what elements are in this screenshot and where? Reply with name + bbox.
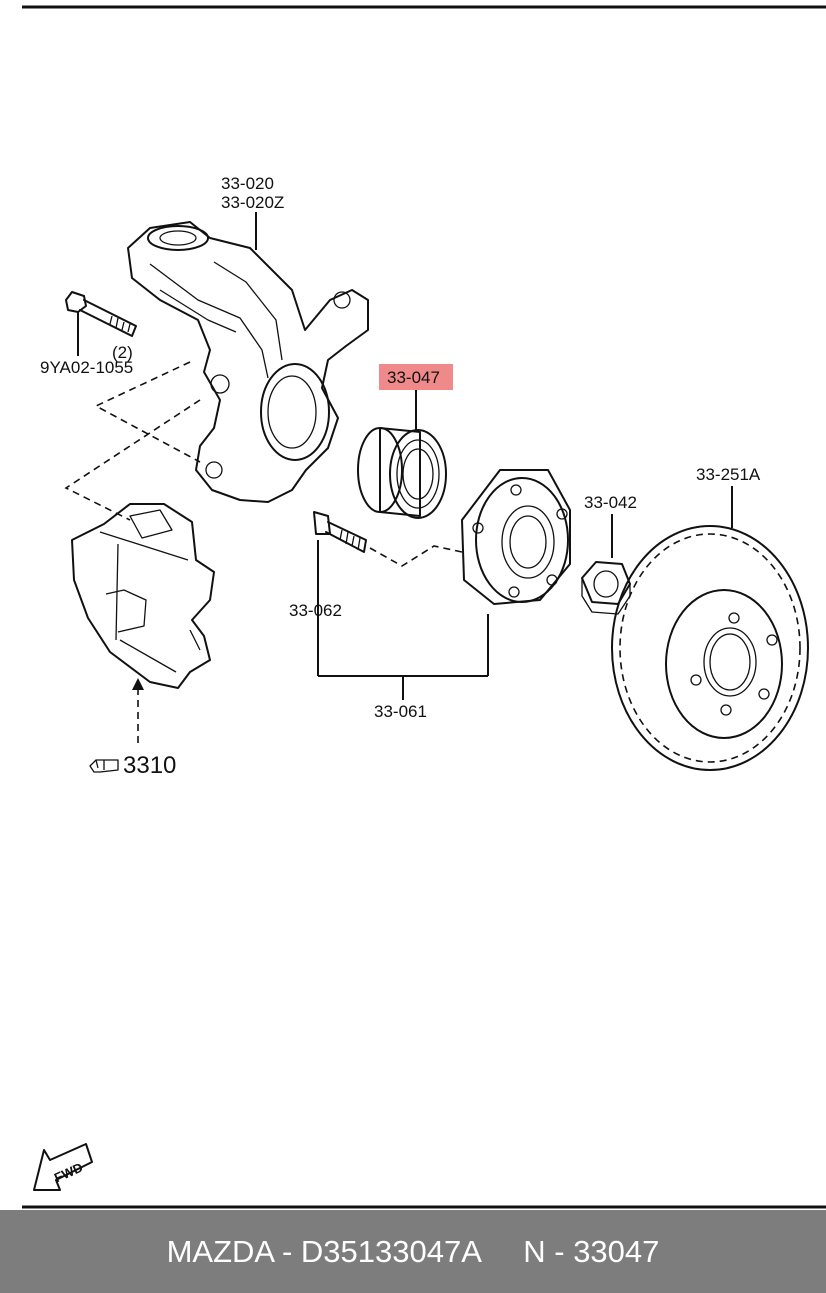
- fwd-label: FWD: [52, 1160, 85, 1186]
- brake-caliper: [71, 503, 215, 689]
- wheel-hub: [461, 469, 571, 605]
- fwd-arrow-icon: FWD: [33, 1143, 93, 1191]
- label-caliper-ref: 3310: [123, 752, 176, 779]
- hub-nut: [581, 561, 631, 615]
- label-nut: 33-042: [584, 493, 637, 512]
- label-bolt: 9YA02-1055: [40, 358, 133, 377]
- wheel-bearing: [357, 427, 447, 519]
- footer-bar: MAZDA - D35133047A N - 33047: [0, 1210, 826, 1293]
- finger-pointer-icon: [89, 759, 119, 773]
- label-rotor: 33-251A: [696, 465, 761, 484]
- knuckle-bolt: [65, 291, 137, 337]
- exploded-diagram: 33-020 33-020Z (2) 9YA02-1055 33-047: [22, 5, 826, 1209]
- bearing-label-highlight: [379, 364, 453, 390]
- label-hub-assembly: 33-061: [374, 702, 427, 721]
- label-bolt-qty: (2): [112, 343, 133, 362]
- label-bearing: 33-047: [387, 368, 440, 387]
- label-knuckle-b: 33-020Z: [221, 193, 284, 212]
- footer-part-info: MAZDA - D35133047A N - 33047: [166, 1233, 660, 1269]
- wheel-stud: [313, 511, 367, 553]
- steering-knuckle: [127, 221, 369, 503]
- label-stud: 33-062: [289, 601, 342, 620]
- brake-rotor: [611, 525, 809, 771]
- label-knuckle-a: 33-020: [221, 174, 274, 193]
